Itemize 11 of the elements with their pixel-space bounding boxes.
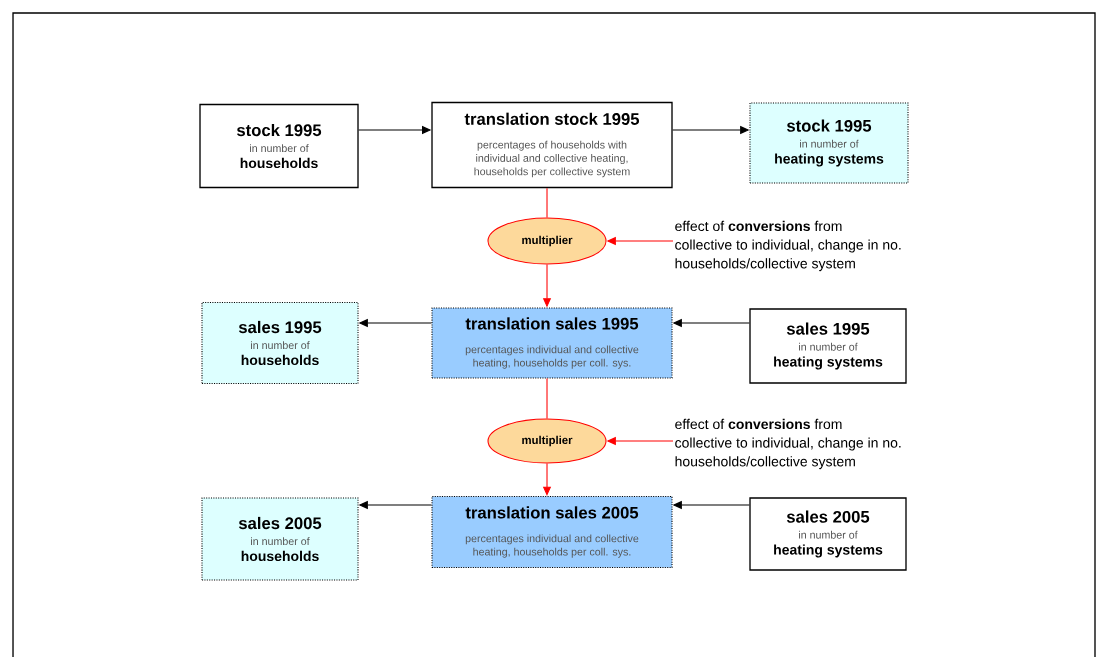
translation-box: translation sales 1995 percentages individual and collective heating, households per coll. sys. [431, 307, 673, 379]
translation-box: translation sales 2005 percentages individual and collective heating, households per coll. sys. [431, 495, 673, 569]
translation-box: translation stock 1995 percentages of households with individual and collective heating, households per collective system [431, 101, 673, 189]
quantity-box: stock 1995 in number of households [199, 103, 359, 189]
quantity-box: sales 2005 in number of heating systems [749, 497, 907, 571]
effect-note: effect of conversions from collective to individual, change in no. households/collective system [675, 220, 901, 272]
effect-note: effect of conversions from collective to individual, change in no. households/collective system [675, 418, 901, 470]
result-box: sales 1995 in number of households [201, 301, 359, 385]
result-box: stock 1995 in number of heating systems [749, 102, 909, 184]
result-box: sales 2005 in number of households [201, 497, 359, 581]
quantity-box: sales 1995 in number of heating systems [749, 308, 907, 384]
